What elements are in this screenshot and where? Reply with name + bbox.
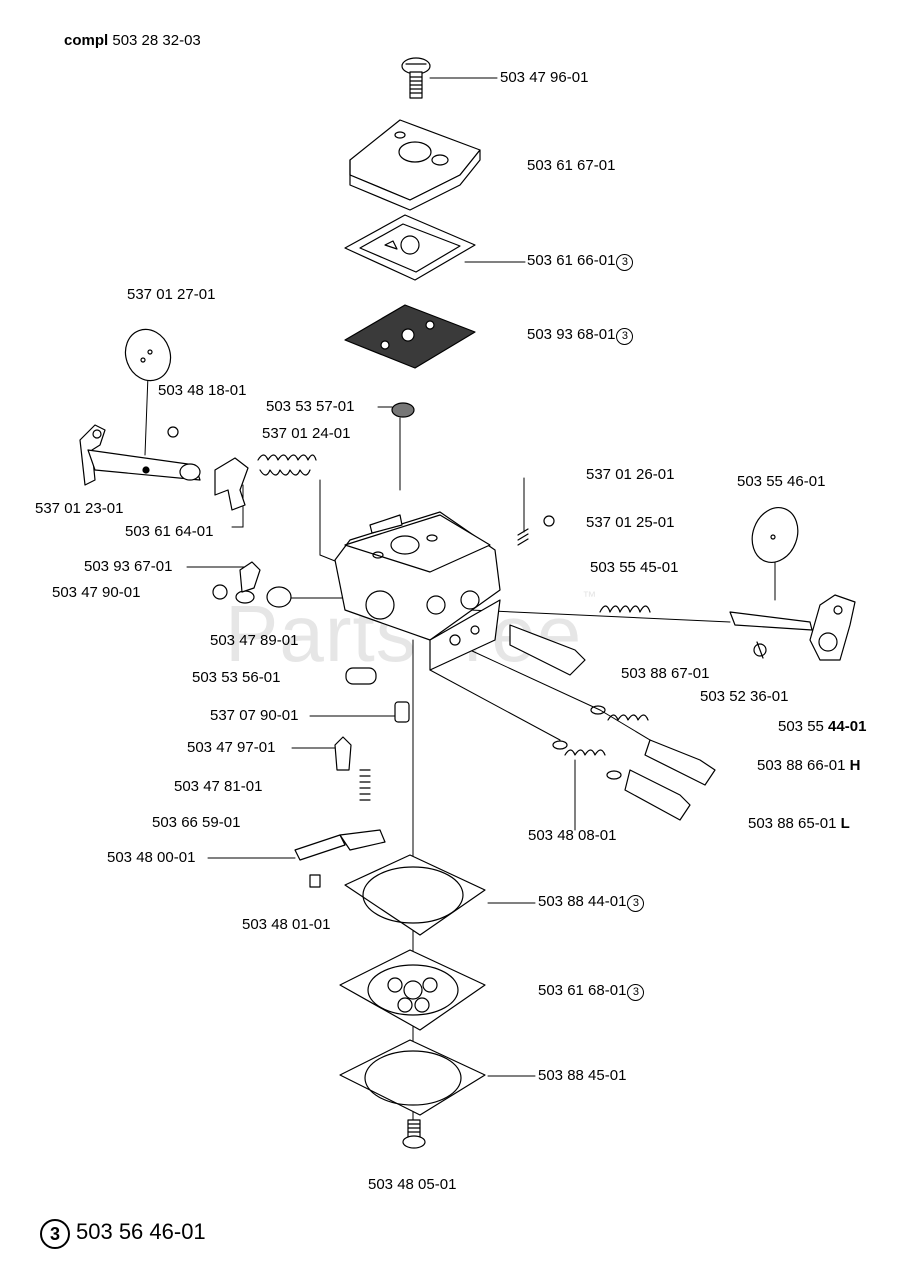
part-label[interactable]: 503 88 67-01 bbox=[621, 665, 710, 682]
part-label[interactable]: 503 48 01-01 bbox=[242, 916, 331, 933]
part-label[interactable]: 537 07 90-01 bbox=[210, 707, 299, 724]
kit-mark-icon: 3 bbox=[616, 254, 634, 271]
assembly-number: compl 503 28 32-03 bbox=[64, 32, 201, 49]
part-label[interactable]: 537 01 27-01 bbox=[127, 286, 216, 303]
kit-mark-icon: 3 bbox=[627, 984, 645, 1001]
part-label[interactable]: 537 01 25-01 bbox=[586, 514, 675, 531]
part-label[interactable]: 503 61 64-01 bbox=[125, 523, 214, 540]
part-label[interactable]: 503 55 46-01 bbox=[737, 473, 826, 490]
inlet-screen bbox=[391, 402, 415, 418]
pump-cover bbox=[349, 119, 481, 211]
part-label[interactable]: 503 61 67-01 bbox=[527, 157, 616, 174]
top-screw bbox=[401, 57, 431, 99]
pump-gasket bbox=[344, 214, 476, 281]
part-label[interactable]: 503 48 18-01 bbox=[158, 382, 247, 399]
part-label[interactable]: 503 53 56-01 bbox=[192, 669, 281, 686]
part-label[interactable]: 537 01 26-01 bbox=[586, 466, 675, 483]
part-label[interactable]: 503 48 00-01 bbox=[107, 849, 196, 866]
part-label[interactable]: 503 93 67-01 bbox=[84, 558, 173, 575]
kit-mark-icon: 3 bbox=[616, 328, 634, 345]
part-label[interactable]: 503 47 89-01 bbox=[210, 632, 299, 649]
part-label[interactable]: 503 53 57-01 bbox=[266, 398, 355, 415]
part-label[interactable]: 503 47 90-01 bbox=[52, 584, 141, 601]
part-label[interactable]: 503 88 45-01 bbox=[538, 1067, 627, 1084]
part-label[interactable]: 503 48 08-01 bbox=[528, 827, 617, 844]
throttle-assembly bbox=[599, 507, 856, 661]
part-label[interactable]: 503 88 65-01 L bbox=[748, 815, 850, 832]
part-label[interactable]: 503 55 44-01 bbox=[778, 718, 867, 735]
small-parts bbox=[212, 515, 716, 888]
bottom-screw bbox=[402, 1119, 426, 1149]
part-label[interactable]: 503 48 05-01 bbox=[368, 1176, 457, 1193]
part-label[interactable]: 503 52 36-01 bbox=[700, 688, 789, 705]
kit-symbol-icon: 3 bbox=[40, 1219, 70, 1249]
carburetor-body bbox=[334, 511, 501, 671]
part-label[interactable]: 503 47 96-01 bbox=[500, 69, 589, 86]
kit-number[interactable]: 503 56 46-01 bbox=[76, 1219, 206, 1244]
part-label[interactable]: 537 01 24-01 bbox=[262, 425, 351, 442]
part-label[interactable]: 503 55 45-01 bbox=[590, 559, 679, 576]
lower-gaskets bbox=[339, 854, 486, 1116]
part-label[interactable]: 503 47 81-01 bbox=[174, 778, 263, 795]
part-label[interactable]: 503 66 59-01 bbox=[152, 814, 241, 831]
part-label[interactable]: 503 47 97-01 bbox=[187, 739, 276, 756]
part-label[interactable]: 537 01 23-01 bbox=[35, 500, 124, 517]
kit-mark-icon: 3 bbox=[627, 895, 645, 912]
pump-diaphragm bbox=[344, 304, 476, 369]
choke-assembly bbox=[79, 328, 317, 511]
part-label[interactable]: 503 88 66-01 H bbox=[757, 757, 861, 774]
